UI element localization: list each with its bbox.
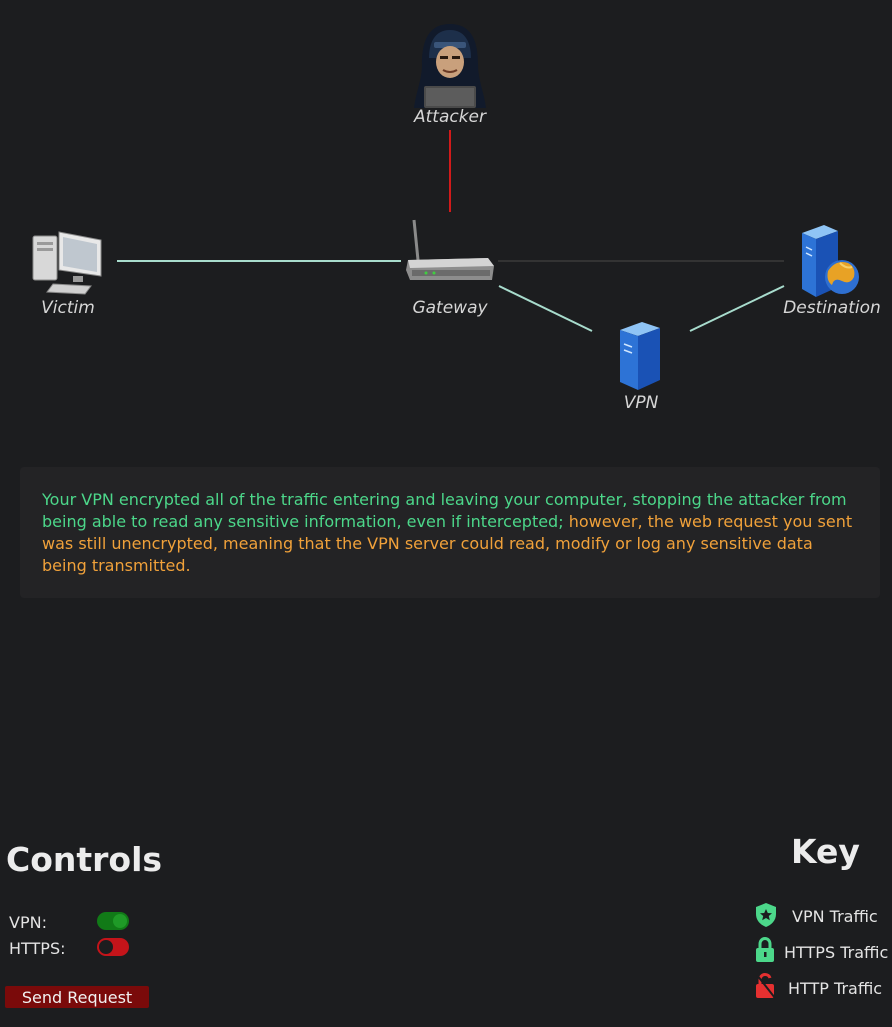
key-https-traffic: HTTPS Traffic <box>784 943 889 962</box>
destination-server-icon <box>802 225 859 297</box>
link-vpn-destination <box>689 285 785 332</box>
unlock-icon <box>756 973 776 999</box>
attacker-label: Attacker <box>413 107 487 127</box>
destination-label: Destination <box>783 298 881 318</box>
vpn-toggle[interactable] <box>97 912 129 930</box>
vpn-server-icon <box>620 322 660 390</box>
send-request-button[interactable]: Send Request <box>5 986 149 1008</box>
result-message: Your VPN encrypted all of the traffic en… <box>20 467 880 598</box>
victim-label: Victim <box>41 298 95 318</box>
gateway-router-icon <box>406 219 494 280</box>
link-gateway-vpn <box>498 285 593 332</box>
https-toggle-label: HTTPS: <box>9 939 66 958</box>
key-http-traffic: HTTP Traffic <box>788 979 883 998</box>
message-secure-text: Your VPN encrypted all of the traffic en… <box>42 490 847 531</box>
https-toggle-knob <box>99 940 113 954</box>
gateway-label: Gateway <box>412 298 488 318</box>
controls-heading: Controls <box>6 840 163 879</box>
victim-computer-icon <box>32 231 102 295</box>
shield-star-icon <box>756 903 776 927</box>
vpn-label: VPN <box>623 393 659 413</box>
vpn-toggle-label: VPN: <box>9 913 47 932</box>
key-vpn-traffic: VPN Traffic <box>792 907 878 926</box>
vpn-toggle-knob <box>113 914 127 928</box>
lock-icon <box>756 937 774 962</box>
key-heading: Key <box>791 832 860 871</box>
attacker-icon <box>414 24 486 108</box>
https-toggle[interactable] <box>97 938 129 956</box>
message-warning-text: however, the web request you sent was st… <box>42 512 853 575</box>
